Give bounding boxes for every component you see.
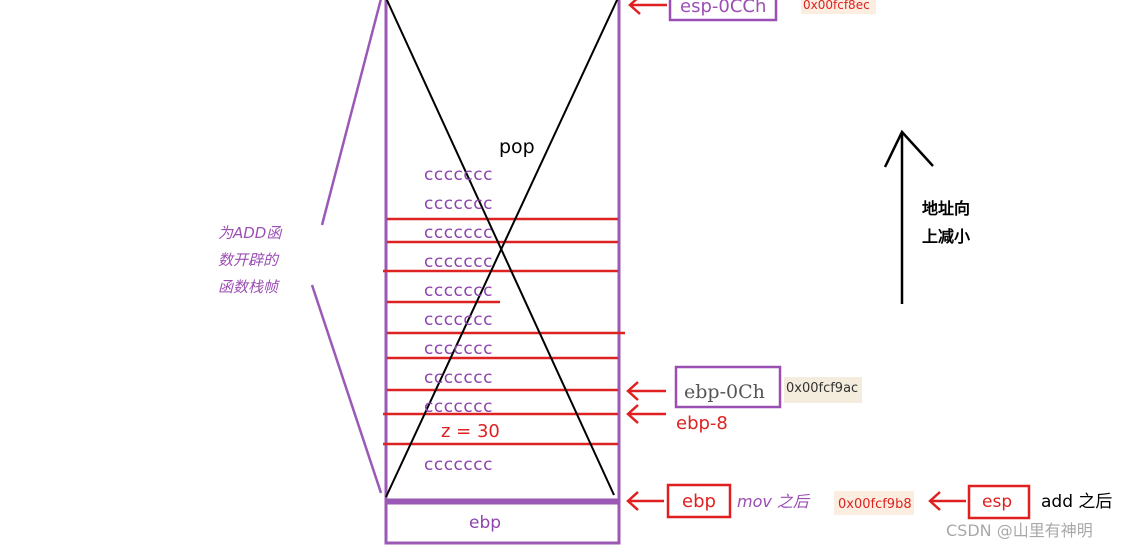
ebp-0c-label: ebp-0Ch: [684, 381, 765, 403]
slot-label: ccccccc: [424, 223, 493, 243]
ebp-base-label: ebp: [469, 513, 501, 533]
slot-label: ccccccc: [424, 339, 493, 359]
direction-note: 地址向 上减小: [922, 199, 970, 246]
slot-label: ccccccc: [424, 455, 493, 475]
slot-label: ccccccc: [424, 281, 493, 301]
ebp-0c-addr: 0x00fcf9ac: [786, 381, 858, 396]
ebp-pointer-box: [666, 483, 732, 519]
slot-labels: ccccccc ccccccc ccccccc ccccccc ccccccc …: [424, 165, 493, 475]
arrow-left-icon: [628, 0, 667, 15]
ebp-addr-bg: [834, 491, 914, 515]
arrow-left-icon: [626, 404, 666, 424]
arrow-left-icon: [626, 381, 666, 401]
direction-note-line: 地址向: [922, 199, 970, 218]
slot-label: ccccccc: [424, 194, 493, 214]
slot-divider-lines: [383, 217, 625, 446]
direction-note-line: 上减小: [922, 227, 970, 246]
side-note-line: 数开辟的: [218, 251, 280, 269]
up-arrow-icon: [883, 129, 934, 304]
arrow-left-icon: [928, 491, 966, 511]
mov-after-label: mov 之后: [737, 492, 811, 511]
slot-label: ccccccc: [424, 252, 493, 272]
watermark: CSDN @山里有神明: [946, 521, 1093, 540]
z-value-label: z = 30: [441, 421, 500, 442]
ebp-0c-addr-bg: [784, 377, 862, 403]
pop-cross-mark: [385, 0, 619, 498]
ebp-base-box: [384, 501, 621, 545]
slot-label: ccccccc: [424, 368, 493, 388]
esp-offset-addr-bg: [801, 0, 876, 14]
ebp-addr: 0x00fcf9b8: [838, 497, 912, 512]
esp-offset-label: esp-0CCh: [680, 0, 766, 17]
add-after-label: add 之后: [1041, 492, 1112, 512]
esp-offset-box: [668, 0, 778, 22]
bracket-line-top: [320, 0, 382, 226]
arrow-left-icon: [626, 491, 664, 511]
esp-pointer-label: esp: [982, 492, 1012, 512]
esp-offset-addr: 0x00fcf8ec: [803, 0, 870, 12]
slot-label: ccccccc: [424, 397, 493, 417]
side-note-line: 函数栈帧: [218, 278, 281, 296]
esp-pointer-box: [967, 484, 1031, 520]
slot-label: ccccccc: [424, 310, 493, 330]
side-note-line: 为ADD函: [218, 224, 283, 242]
side-note: 为ADD函 数开辟的 函数栈帧: [218, 224, 283, 296]
ebp-pointer-label: ebp: [682, 491, 716, 512]
ebp-0c-box: [674, 365, 782, 409]
pop-label: pop: [499, 136, 535, 158]
slot-label: ccccccc: [424, 165, 493, 185]
ebp-8-label: ebp-8: [676, 413, 728, 434]
bracket-line-bottom: [310, 284, 383, 494]
